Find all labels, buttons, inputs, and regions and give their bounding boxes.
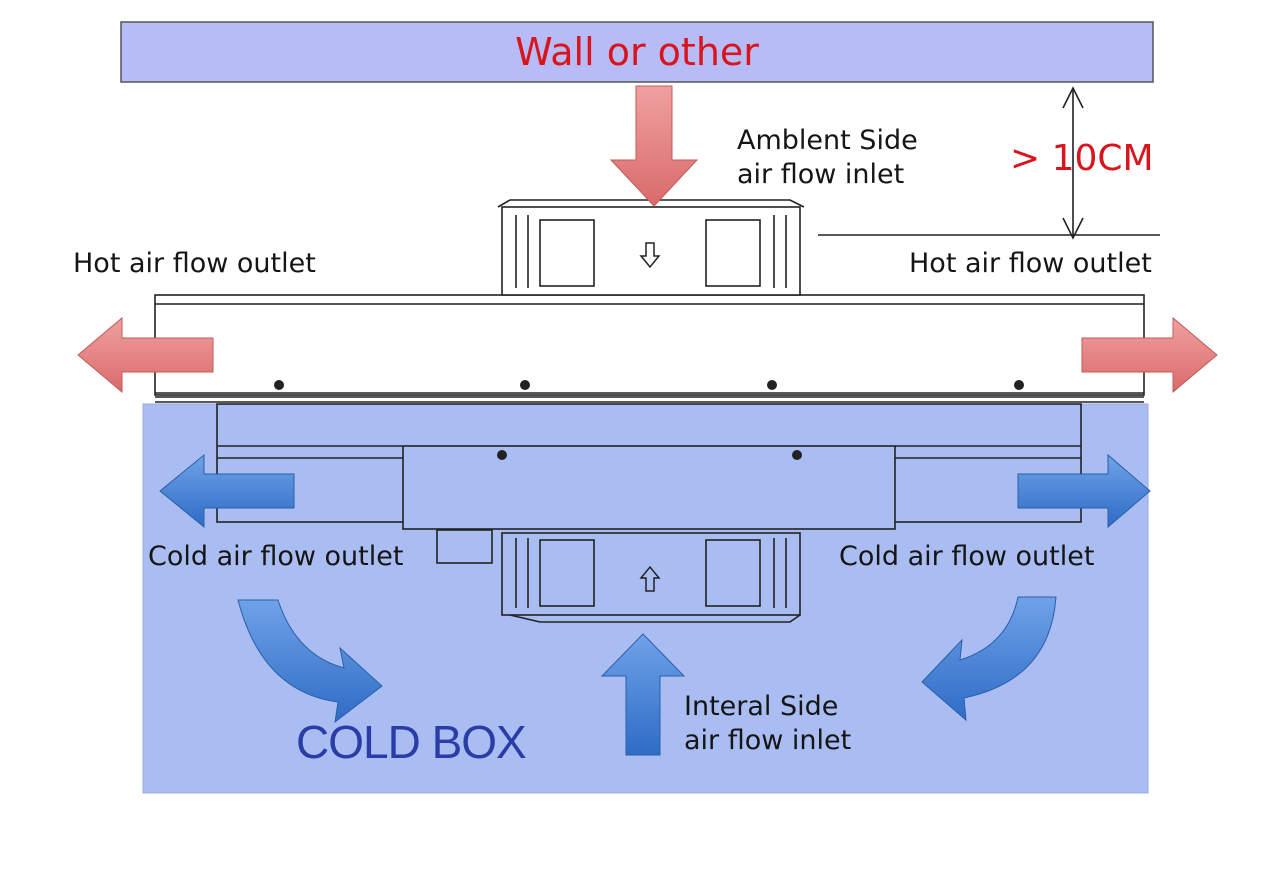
clearance-dimension — [818, 86, 1160, 240]
hot-outlet-left-label: Hot air flow outlet — [73, 248, 316, 279]
cold-side-screws — [497, 450, 802, 460]
wall-label: Wall or other — [515, 30, 759, 74]
hot-outlet-right-label: Hot air flow outlet — [909, 248, 1152, 279]
clearance-label: > 10CM — [1010, 138, 1154, 179]
cold-air-arrow-icon — [1017, 453, 1151, 529]
hot-air-arrow-icon — [609, 85, 699, 207]
internal-inlet-label-line2: air flow inlet — [684, 725, 852, 756]
internal-inlet-label-line1: Interal Side — [684, 691, 839, 722]
hot-air-arrow-icon — [77, 316, 214, 394]
cold-box-label: COLD BOX — [296, 716, 527, 768]
cold-air-arrow-icon — [159, 453, 295, 529]
cold-air-arrow-icon — [600, 633, 686, 756]
cold-air-arrow-icon — [237, 599, 383, 724]
ambient-side-fan — [497, 199, 805, 296]
small-direction-arrow-icon — [639, 242, 661, 269]
cold-side-housing — [216, 403, 1082, 564]
ambient-inlet-label-line2: air flow inlet — [737, 159, 905, 190]
cold-outlet-left-label: Cold air flow outlet — [148, 541, 404, 572]
small-direction-arrow-icon — [639, 565, 661, 592]
cold-air-arrow-icon — [921, 596, 1057, 722]
wall — [120, 21, 1154, 83]
hot-air-arrow-icon — [1081, 316, 1218, 394]
housing-screws — [274, 380, 1024, 390]
cold-outlet-right-label: Cold air flow outlet — [839, 541, 1095, 572]
ambient-inlet-label-line1: Amblent Side — [737, 125, 918, 156]
hot-side-housing — [154, 294, 1145, 403]
